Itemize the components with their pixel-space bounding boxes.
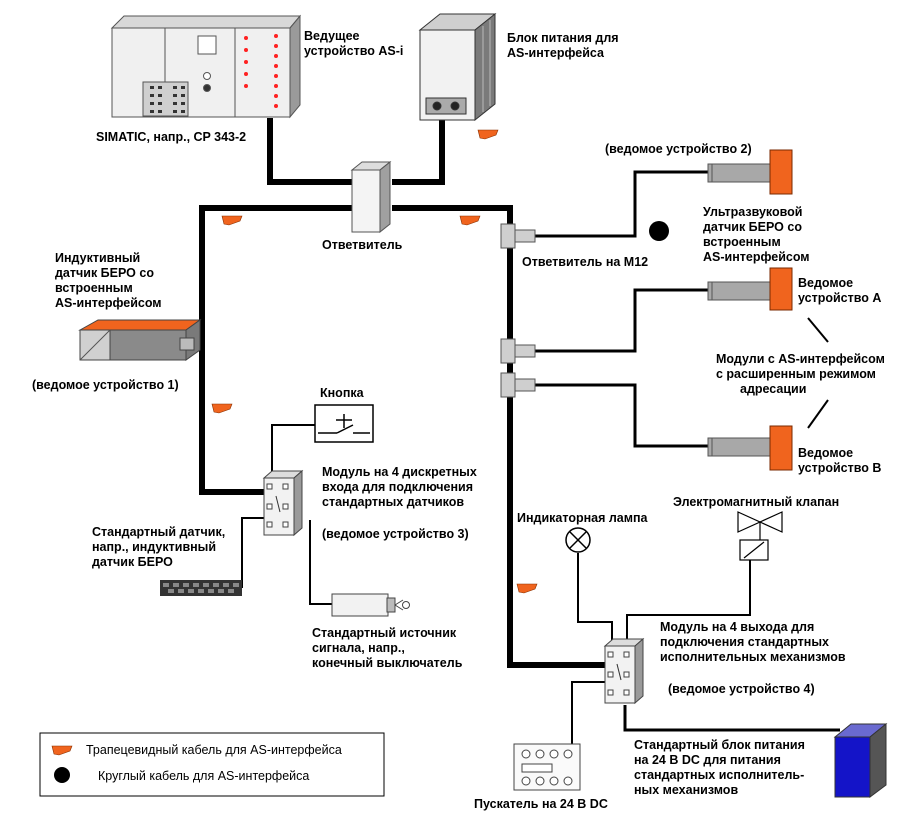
std-power-block — [833, 722, 888, 798]
pointer-lines — [807, 317, 829, 429]
std-sensor-label-3: датчик БЕРО — [92, 555, 173, 569]
wire-solenoid — [626, 560, 751, 648]
slave2-label: (ведомое устройство 2) — [605, 142, 752, 156]
std-power-label-4: ных механизмов — [634, 783, 738, 797]
legend: Трапецевидный кабель для AS-интерфейса К… — [39, 732, 385, 797]
slave-b-label-2: устройство B — [798, 461, 881, 475]
modules-ext-label-3: адресации — [740, 382, 806, 396]
master-label-2: устройство AS-i — [304, 44, 403, 58]
wire-starter — [571, 681, 608, 747]
slave-a-label-2: устройство A — [798, 291, 881, 305]
modules-ext-label-1: Модули с AS-интерфейсом — [716, 352, 885, 366]
output-module-label-3: исполнительных механизмов — [660, 650, 846, 664]
power-supply-label-2: AS-интерфейса — [507, 46, 605, 60]
thin-wires — [241, 424, 751, 747]
inductive-label-1: Индуктивный — [55, 251, 140, 265]
led-indicators — [244, 34, 278, 108]
wire-lamp — [577, 553, 613, 648]
modules-ext-label-2: с расширенным режимом — [716, 367, 876, 381]
trapezoid-cable-icon — [477, 129, 499, 140]
solenoid-valve — [737, 511, 783, 561]
wire-signal-source — [309, 520, 332, 605]
cable-std-power — [623, 705, 840, 732]
trapezoid-cable-icon — [459, 215, 481, 226]
limit-switch — [331, 593, 410, 617]
cable-main-bus — [392, 205, 608, 668]
signal-source-label-1: Стандартный источник — [312, 626, 457, 640]
simatic-master-device — [110, 14, 302, 119]
output-module-label-1: Модуль на 4 выхода для — [660, 620, 814, 634]
input-module-label-2: входа для подключения — [322, 480, 473, 494]
input-module-label-1: Модуль на 4 дискретных — [322, 465, 477, 479]
slave-b-label-1: Ведомое — [798, 446, 853, 460]
slave4-label: (ведомое устройство 4) — [668, 682, 815, 696]
input-module-label-3: стандартных датчиков — [322, 495, 464, 509]
master-label-1: Ведущее — [304, 29, 360, 43]
slave1-label: (ведомое устройство 1) — [32, 378, 179, 392]
cable-master — [267, 118, 352, 185]
pointer-slave-b — [807, 399, 829, 429]
wire-std-sensor — [241, 517, 270, 588]
button-label: Кнопка — [320, 386, 365, 400]
inductive-sensor-slave1 — [78, 319, 202, 361]
round-cable-icon — [649, 221, 669, 241]
push-button — [314, 404, 374, 443]
slave3-label: (ведомое устройство 3) — [322, 527, 469, 541]
solenoid-label: Электромагнитный клапан — [673, 495, 839, 509]
labels: Ведущее устройство AS-i Блок питания для… — [32, 29, 885, 811]
wire-button — [271, 424, 315, 488]
output-module-label-2: подключения стандартных — [660, 635, 829, 649]
trapezoid-cables — [199, 118, 608, 668]
cable-power — [392, 120, 445, 185]
round-cables — [535, 170, 840, 732]
trapezoid-cable-icon — [211, 403, 233, 414]
ultrasonic-sensor-slave2 — [707, 149, 793, 195]
dc-starter — [513, 743, 581, 791]
m12-coupler-1 — [500, 223, 536, 249]
lamp-label: Индикаторная лампа — [517, 511, 649, 525]
sensor-slave-b — [707, 425, 793, 471]
sensor-slave-a — [707, 267, 793, 311]
pointer-slave-a — [807, 317, 829, 343]
std-sensor-label-1: Стандартный датчик, — [92, 525, 225, 539]
input-module-slave3 — [262, 469, 304, 537]
standard-sensor — [160, 580, 242, 596]
indicator-lamp — [565, 527, 591, 553]
std-power-label-3: стандартных исполнитель- — [634, 768, 804, 782]
std-power-label-1: Стандартный блок питания — [634, 738, 805, 752]
m12-coupler-2 — [500, 338, 536, 364]
signal-source-label-2: сигнала, напр., — [312, 641, 405, 655]
ultrasonic-label-3: встроенным — [703, 235, 781, 249]
as-i-power-supply — [418, 12, 497, 122]
std-power-label-2: на 24 В DC для питания — [634, 753, 781, 767]
cable-slave-a — [535, 288, 708, 353]
ultrasonic-label-2: датчик БЕРО со — [703, 220, 802, 234]
inductive-label-4: AS-интерфейсом — [55, 296, 162, 310]
inductive-label-2: датчик БЕРО со — [55, 266, 154, 280]
coupler-m12-label: Ответвитель на M12 — [522, 255, 648, 269]
cable-slave-b — [535, 383, 708, 448]
power-supply-label-1: Блок питания для — [507, 31, 619, 45]
signal-source-label-3: конечный выключатель — [312, 656, 463, 670]
output-module-slave4 — [603, 637, 645, 705]
ultrasonic-label-4: AS-интерфейсом — [703, 250, 810, 264]
trapezoid-cable-icon — [516, 583, 538, 594]
legend-trapezoid-label: Трапецевидный кабель для AS-интерфейса — [86, 743, 342, 757]
ultrasonic-label-1: Ультразвуковой — [703, 205, 802, 219]
central-coupler — [350, 160, 392, 234]
round-cable-icon — [54, 767, 70, 783]
slave-a-label-1: Ведомое — [798, 276, 853, 290]
coupler-label: Ответвитель — [322, 238, 403, 252]
std-sensor-label-2: напр., индуктивный — [92, 540, 216, 554]
cable-slave2 — [535, 170, 708, 238]
starter-label: Пускатель на 24 В DC — [474, 797, 608, 811]
trapezoid-cable-icon — [221, 215, 243, 226]
simatic-label: SIMATIC, напр., CP 343-2 — [96, 130, 246, 144]
cable-left-bus — [199, 205, 352, 495]
m12-coupler-3 — [500, 372, 536, 398]
legend-round-label: Круглый кабель для AS-интерфейса — [98, 769, 309, 783]
inductive-label-3: встроенным — [55, 281, 133, 295]
